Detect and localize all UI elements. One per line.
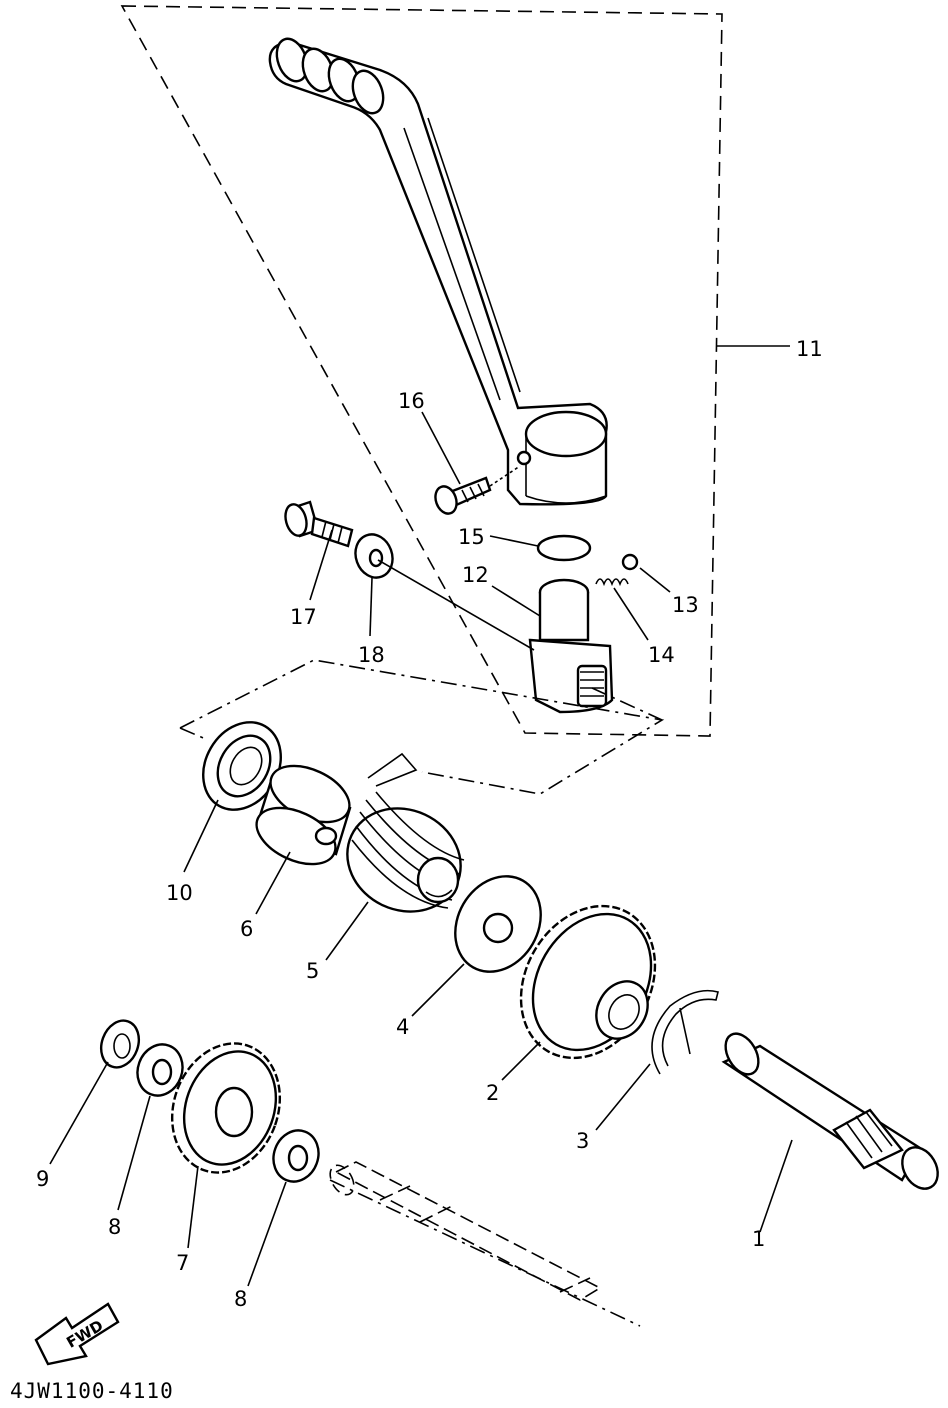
callout-5: 5 bbox=[306, 959, 319, 983]
callout-18: 18 bbox=[358, 643, 385, 667]
leader-4 bbox=[411, 963, 465, 1017]
callout-15: 15 bbox=[458, 525, 485, 549]
transmission-shaft-phantom bbox=[329, 1161, 641, 1327]
leader-14 bbox=[613, 587, 649, 641]
leader-2 bbox=[501, 1041, 541, 1081]
ball-13 bbox=[621, 553, 639, 571]
washer-18 bbox=[354, 533, 394, 579]
callout-12: 12 bbox=[462, 563, 489, 587]
callout-10: 10 bbox=[166, 881, 193, 905]
spring-14 bbox=[595, 578, 629, 587]
callout-8-left: 8 bbox=[108, 1215, 121, 1239]
callout-7: 7 bbox=[176, 1251, 189, 1275]
clip-3 bbox=[651, 989, 719, 1075]
leader-10 bbox=[183, 799, 219, 873]
kick-crank-lever bbox=[268, 37, 608, 506]
leader-5 bbox=[325, 901, 369, 961]
assembly-11-boundary bbox=[120, 5, 723, 737]
callout-6: 6 bbox=[240, 917, 253, 941]
shaft-centerline-upper bbox=[591, 687, 663, 721]
bolt-17 bbox=[284, 500, 354, 548]
kick-shaft-1 bbox=[721, 1032, 939, 1190]
leader-12 bbox=[491, 585, 541, 617]
callout-3: 3 bbox=[576, 1129, 589, 1153]
leader-8-lower bbox=[247, 1181, 287, 1287]
callout-14: 14 bbox=[648, 643, 675, 667]
leader-3 bbox=[595, 1063, 651, 1131]
callout-16: 16 bbox=[398, 389, 425, 413]
kick-gear-2 bbox=[519, 904, 657, 1060]
callout-2: 2 bbox=[486, 1081, 499, 1105]
callout-9: 9 bbox=[36, 1167, 49, 1191]
circlip-9 bbox=[99, 1019, 141, 1069]
leader-8-left bbox=[117, 1095, 151, 1211]
washer-8-left bbox=[136, 1043, 184, 1097]
drawing-code: 4JW1100-4110 bbox=[10, 1379, 174, 1403]
callout-11: 11 bbox=[796, 337, 823, 361]
idler-gear-7 bbox=[170, 1042, 282, 1174]
callout-4: 4 bbox=[396, 1015, 409, 1039]
leader-9 bbox=[49, 1061, 109, 1165]
callout-13: 13 bbox=[672, 593, 699, 617]
washer-8-lower bbox=[272, 1129, 320, 1183]
leader-7 bbox=[187, 1165, 199, 1249]
leader-6 bbox=[255, 851, 291, 915]
leader-18 bbox=[369, 577, 373, 637]
washer-4 bbox=[454, 875, 542, 973]
bolt-16 bbox=[434, 465, 521, 515]
o-ring-15 bbox=[536, 534, 592, 562]
assembly-line-18-12 bbox=[377, 559, 535, 651]
leader-16 bbox=[421, 411, 461, 485]
leader-15 bbox=[489, 535, 539, 547]
fwd-direction-badge: FWD bbox=[34, 1302, 120, 1366]
collar-6 bbox=[255, 764, 352, 866]
leader-1 bbox=[759, 1139, 793, 1233]
seal-alignment-line bbox=[179, 727, 209, 741]
leader-17 bbox=[309, 529, 333, 601]
leader-13 bbox=[639, 567, 671, 593]
callout-8-lower: 8 bbox=[234, 1287, 247, 1311]
callout-17: 17 bbox=[290, 605, 317, 629]
callout-1: 1 bbox=[752, 1227, 765, 1251]
torsion-spring-5 bbox=[346, 752, 465, 913]
